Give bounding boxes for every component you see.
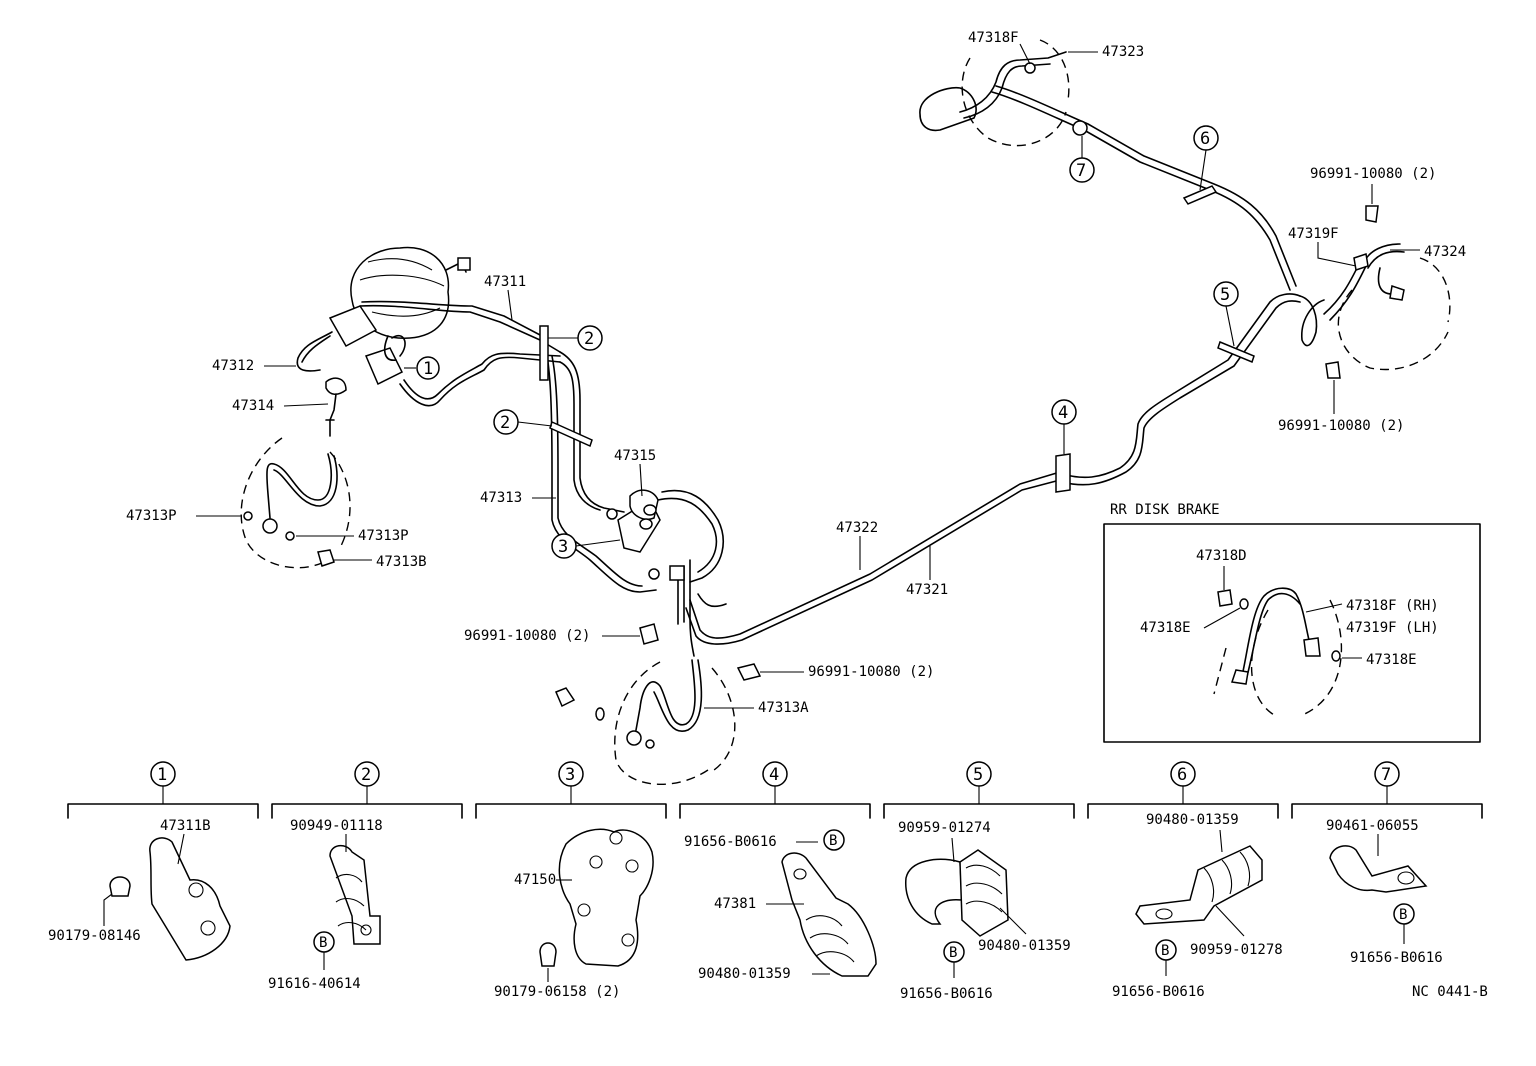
- label-47319f-lh: 47319F (LH): [1346, 620, 1439, 636]
- label-47314: 47314: [232, 398, 274, 414]
- label-91656-b0616-g7: 91656-B0616: [1350, 950, 1443, 966]
- label-47381: 47381: [714, 896, 756, 912]
- label-47313a: 47313A: [758, 700, 809, 716]
- label-47313: 47313: [480, 490, 522, 506]
- detail-groups: 1 2 3 4 5 6 7 47311B 90179-08146 90949-0…: [48, 761, 1483, 1002]
- label-b-group5: B: [949, 945, 957, 961]
- label-47315: 47315: [614, 448, 656, 464]
- label-96991-d: 96991-10080 (2): [1278, 418, 1404, 434]
- brake-booster-drawing: [328, 246, 471, 386]
- label-91656-b0616-g6: 91656-B0616: [1112, 984, 1205, 1000]
- group-3-number: 3: [565, 765, 575, 785]
- group-2-number: 2: [361, 765, 371, 785]
- label-96991-b: 96991-10080 (2): [808, 664, 934, 680]
- callout-circles: 1 2 2 3 4 5 6 7: [404, 125, 1239, 559]
- label-47311b: 47311B: [160, 818, 211, 834]
- callout-3: 3: [558, 537, 568, 557]
- label-90461-06055: 90461-06055: [1326, 818, 1419, 834]
- label-47318e-b: 47318E: [1366, 652, 1417, 668]
- label-90959-01278: 90959-01278: [1190, 942, 1283, 958]
- label-47311: 47311: [484, 274, 526, 290]
- label-47322: 47322: [836, 520, 878, 536]
- label-47150: 47150: [514, 872, 556, 888]
- label-47313p-b: 47313P: [358, 528, 409, 544]
- label-47313p-a: 47313P: [126, 508, 177, 524]
- group-4-number: 4: [769, 765, 779, 785]
- callout-2a: 2: [584, 329, 594, 349]
- label-91656-b0616-g5: 91656-B0616: [900, 986, 993, 1002]
- label-b-group4: B: [829, 833, 837, 849]
- callout-6: 6: [1200, 129, 1210, 149]
- diagram-code: NC 0441-B: [1412, 984, 1488, 1000]
- label-47318f-rh: 47318F (RH): [1346, 598, 1439, 614]
- callout-2b: 2: [500, 413, 510, 433]
- label-47313b: 47313B: [376, 554, 427, 570]
- callout-4: 4: [1058, 403, 1068, 423]
- rr-disk-brake-inset: RR DISK BRAKE 47318D 47318E 47318F (RH) …: [1103, 502, 1481, 743]
- inset-frame: [1103, 523, 1481, 743]
- callout-1: 1: [423, 359, 433, 379]
- label-47324: 47324: [1424, 244, 1466, 260]
- clamps: [539, 120, 1379, 681]
- callout-7: 7: [1076, 161, 1086, 181]
- part-labels: 47318F 47323 47311 47312 47314 47313P 47…: [126, 30, 1466, 716]
- label-90480-01359-g5: 90480-01359: [978, 938, 1071, 954]
- label-47318f-top: 47318F: [968, 30, 1019, 46]
- label-b-group2: B: [319, 935, 327, 951]
- brake-lines: [296, 85, 1367, 657]
- label-47312: 47312: [212, 358, 254, 374]
- label-b-group6: B: [1161, 943, 1169, 959]
- group-1-number: 1: [157, 765, 167, 785]
- label-90480-01359-g6: 90480-01359: [1146, 812, 1239, 828]
- label-91656-b0616-g4: 91656-B0616: [684, 834, 777, 850]
- label-47321: 47321: [906, 582, 948, 598]
- label-b-group7: B: [1399, 907, 1407, 923]
- label-91616-40614: 91616-40614: [268, 976, 361, 992]
- group-5-number: 5: [973, 765, 983, 785]
- label-90179-08146: 90179-08146: [48, 928, 141, 944]
- label-90480-01359-g4: 90480-01359: [698, 966, 791, 982]
- group-7-number: 7: [1381, 765, 1391, 785]
- label-47318e-a: 47318E: [1140, 620, 1191, 636]
- inset-title: RR DISK BRAKE: [1110, 502, 1220, 518]
- label-90959-01274: 90959-01274: [898, 820, 991, 836]
- label-47323: 47323: [1102, 44, 1144, 60]
- group-6-number: 6: [1177, 765, 1187, 785]
- wheel-outlines: [240, 39, 1451, 785]
- label-96991-c: 96991-10080 (2): [1310, 166, 1436, 182]
- callout-5: 5: [1220, 285, 1230, 305]
- label-90949-01118: 90949-01118: [290, 818, 383, 834]
- label-96991-a: 96991-10080 (2): [464, 628, 590, 644]
- label-90179-06158: 90179-06158 (2): [494, 984, 620, 1000]
- label-47318d: 47318D: [1196, 548, 1247, 564]
- label-47319f-top: 47319F: [1288, 226, 1339, 242]
